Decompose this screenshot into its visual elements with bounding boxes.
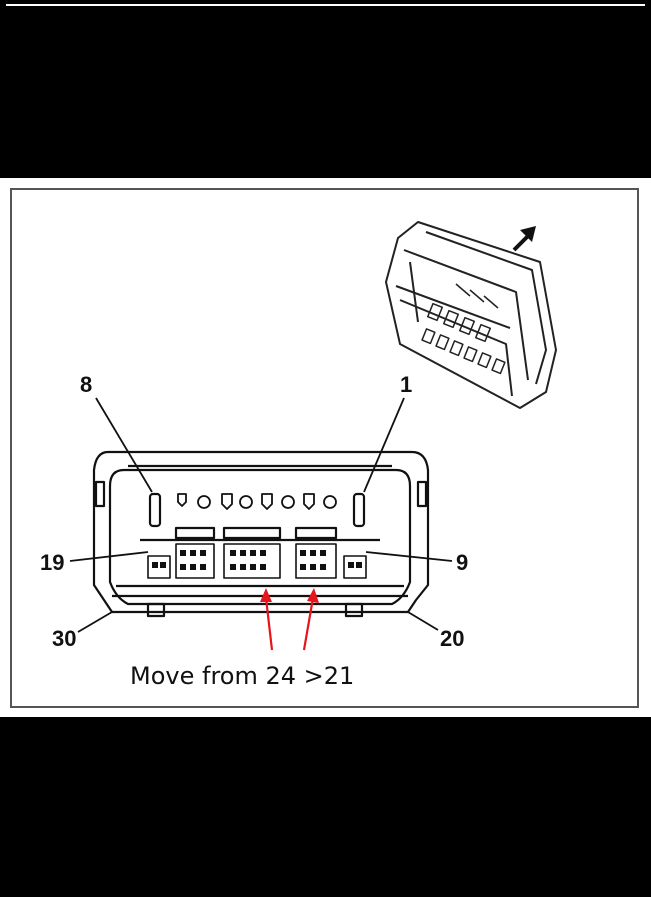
pin-label-8: 8 [80,372,92,397]
bottom-black-band [0,717,651,897]
figure-frame [0,178,651,717]
diagram-caption: Move from 24 >21 [130,662,354,690]
figure-panel [10,188,639,708]
pin-label-19: 19 [40,550,64,575]
pin-label-1: 1 [400,372,412,397]
move-pointer-arrows [260,588,319,651]
pin-label-9: 9 [456,550,468,575]
top-black-band [0,0,651,180]
connector-face [92,450,430,618]
top-rule [6,4,645,6]
pin-label-20: 20 [440,626,464,651]
connector-iso-view [385,221,557,409]
direction-arrow-icon [512,226,536,252]
leader-lines [69,397,453,633]
pin-label-30: 30 [52,626,76,651]
